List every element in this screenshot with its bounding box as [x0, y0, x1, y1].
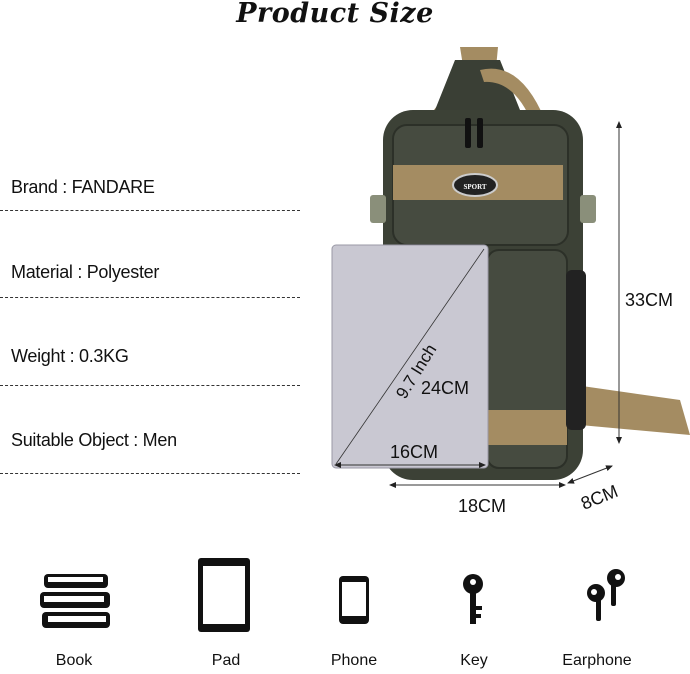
phone-icon: [339, 576, 369, 624]
zipper-pull: [465, 118, 471, 148]
mesh-pocket: [566, 270, 586, 430]
divider: [0, 297, 300, 298]
earphone-icon: [587, 569, 625, 621]
divider: [0, 473, 300, 474]
page-title: Product Size: [236, 0, 434, 29]
shoulder-strap: [575, 385, 690, 435]
item-label-earphone: Earphone: [562, 652, 632, 669]
tablet-height-label: 24CM: [421, 378, 469, 398]
tablet-diagonal: [335, 248, 485, 465]
spec-material: Material : Polyester: [11, 262, 160, 282]
item-label-key: Key: [460, 652, 488, 669]
divider: [0, 385, 300, 386]
lower-webbing: [487, 410, 567, 445]
item-label-phone: Phone: [330, 652, 378, 669]
depth-label: 8CM: [578, 481, 621, 514]
buckle-right: [580, 195, 596, 223]
book-stack-icon: [40, 574, 110, 628]
divider: [0, 210, 300, 211]
buckle-left: [370, 195, 386, 223]
spec-brand: Brand : FANDARE: [11, 177, 155, 197]
width-label: 18CM: [458, 496, 506, 516]
height-label: 33CM: [625, 290, 673, 310]
tablet-icon: [198, 558, 250, 632]
sport-badge: [452, 173, 498, 197]
item-label-pad: Pad: [211, 652, 241, 669]
key-icon: [463, 574, 483, 624]
spec-weight: Weight : 0.3KG: [11, 346, 129, 366]
spec-suitable-object: Suitable Object : Men: [11, 430, 177, 450]
zipper-pull: [477, 118, 483, 148]
depth-arrow: [567, 465, 613, 484]
item-label-book: Book: [55, 652, 93, 669]
tablet-width-label: 16CM: [390, 442, 438, 462]
sport-badge-text: SPORT: [463, 183, 486, 191]
